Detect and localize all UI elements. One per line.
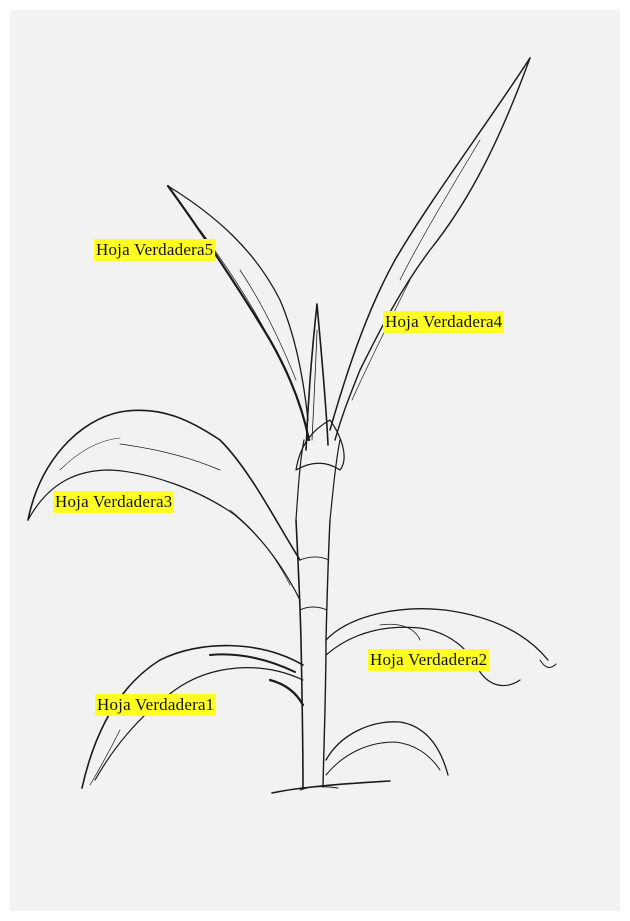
label-leaf-5: Hoja Verdadera5 [94, 239, 215, 261]
label-leaf-2: Hoja Verdadera2 [368, 649, 489, 671]
leaf-2 [326, 609, 556, 686]
leaf-5 [168, 186, 309, 440]
plant-stem [296, 440, 340, 789]
leaf-4 [330, 58, 530, 440]
label-leaf-4: Hoja Verdadera4 [383, 311, 504, 333]
label-leaf-3: Hoja Verdadera3 [53, 491, 174, 513]
leaf-1 [82, 646, 303, 788]
label-leaf-1: Hoja Verdadera1 [95, 694, 216, 716]
lower-right-leaf [326, 722, 448, 775]
ground-line [272, 781, 390, 793]
